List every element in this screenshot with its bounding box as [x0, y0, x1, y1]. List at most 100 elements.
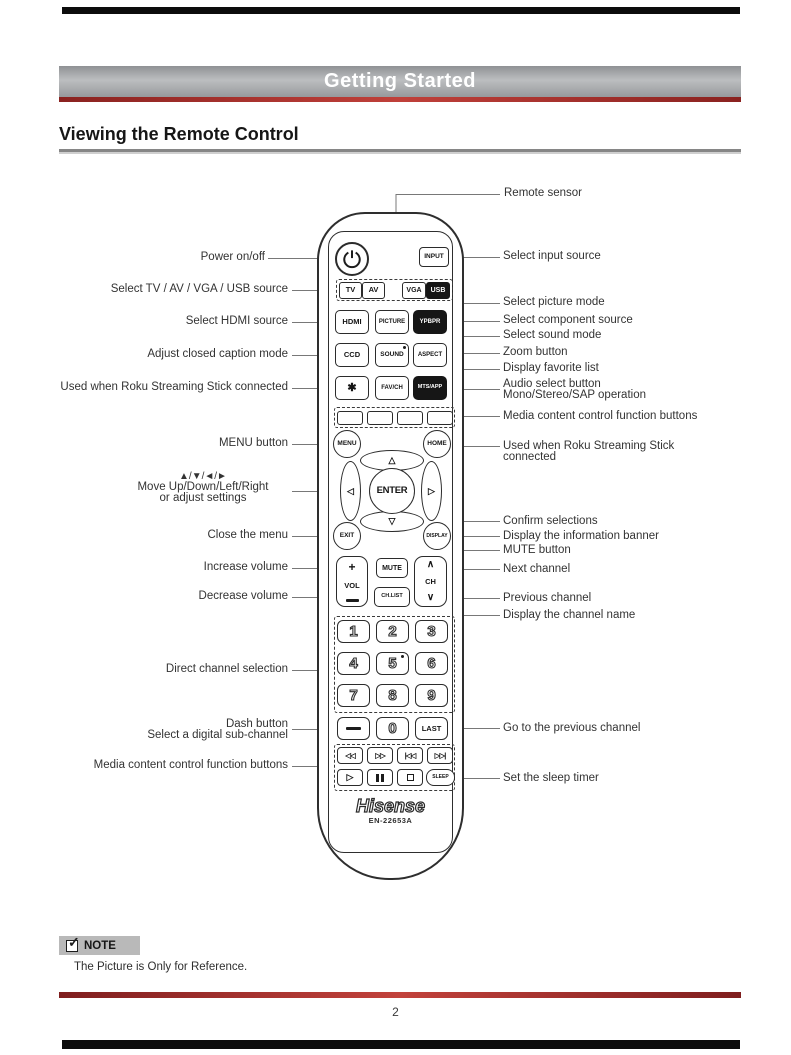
callout-vol-down: Decrease volume — [198, 590, 288, 602]
rewind-icon: ◁◁ — [345, 750, 356, 760]
callout-source-row: Select TV / AV / VGA / USB source — [110, 283, 288, 295]
digit-4-button: 4 — [337, 652, 370, 675]
media-function-button-2 — [367, 410, 393, 425]
footer-red-rule — [59, 992, 741, 998]
last-button: LAST — [415, 717, 448, 740]
callout-zoom: Zoom button — [503, 346, 568, 358]
callout-ch-down: Previous channel — [503, 592, 592, 604]
aspect-button: ASPECT — [413, 343, 447, 367]
callout-ccd: Adjust closed caption mode — [147, 348, 288, 360]
triangle-left-icon: ◁ — [347, 485, 354, 496]
next-track-button: ▷▷| — [427, 747, 453, 764]
digit-3-button: 3 — [415, 620, 448, 643]
callout-ch-list: Display the channel name — [503, 609, 636, 621]
volume-label: VOL — [344, 581, 360, 590]
digit-0-button: 0 — [376, 717, 409, 740]
mts-button: MTS/APP — [413, 376, 447, 400]
callout-hdmi: Select HDMI source — [185, 315, 288, 327]
digit-6-button: 6 — [415, 652, 448, 675]
ccd-button: CCD — [335, 343, 369, 367]
note-label: NOTE — [84, 939, 116, 952]
callout-sleep: Set the sleep timer — [503, 772, 599, 784]
callout-media-right: Media content control function buttons — [503, 410, 698, 422]
power-icon — [343, 250, 361, 269]
callout-last: Go to the previous channel — [503, 722, 641, 734]
stop-icon — [406, 774, 414, 781]
triangle-right-icon: ▷ — [428, 485, 435, 496]
scan-artifact-top — [62, 7, 740, 14]
section-title-rule — [59, 149, 741, 152]
dpad-left-button: ◁ — [340, 461, 361, 521]
roku-options-button: ✱ — [335, 376, 369, 400]
exit-button: EXIT — [333, 522, 361, 550]
asterisk-icon: ✱ — [347, 381, 357, 394]
digit-9-button: 9 — [415, 684, 448, 707]
media-function-button-3 — [397, 410, 423, 425]
chapter-title: Getting Started — [324, 70, 476, 92]
previous-track-icon: |◁◁ — [404, 750, 417, 760]
volume-up-button: + — [348, 560, 356, 574]
vga-button: VGA — [402, 281, 426, 299]
chapter-header-bar: Getting Started — [59, 66, 741, 97]
header-red-rule — [59, 97, 741, 102]
previous-track-button: |◁◁ — [397, 747, 423, 764]
sleep-button: SLEEP — [426, 769, 455, 786]
power-button — [335, 242, 369, 276]
callout-picture: Select picture mode — [503, 296, 605, 308]
page-number: 2 — [392, 1005, 399, 1019]
channel-label: CH — [425, 576, 436, 586]
callout-vol-up: Increase volume — [203, 561, 288, 573]
pause-button — [367, 769, 393, 786]
callout-dpad-glyphs: ▲/▼/◄/► — [179, 471, 227, 482]
next-track-icon: ▷▷| — [434, 750, 447, 760]
usb-button: USB — [426, 281, 450, 299]
play-icon: ▷ — [346, 772, 354, 782]
dpad-down-button: ▽ — [360, 511, 424, 532]
triangle-down-icon: ▽ — [388, 516, 396, 526]
sound-dot-marker — [403, 346, 406, 349]
channel-rocker: ∧ CH ∨ — [414, 556, 447, 607]
media-transport-group — [334, 744, 455, 791]
scan-artifact-bottom — [62, 1040, 740, 1049]
callout-dpad: ▲/▼/◄/► Move Up/Down/Left/Right or adjus… — [118, 471, 288, 504]
dash-button — [337, 717, 370, 740]
callout-home-roku: Used when Roku Streaming Stick connected — [503, 440, 675, 463]
digit-5-dot-marker — [401, 655, 404, 658]
channel-down-button: ∨ — [426, 592, 435, 603]
callout-sound: Select sound mode — [503, 329, 602, 341]
note-checkbox-icon: ✓ — [66, 933, 80, 952]
media-function-button-4 — [427, 410, 453, 425]
callout-display: Display the information banner — [503, 530, 659, 542]
fav-ch-button: FAV/CH — [375, 376, 409, 400]
picture-button: PICTURE — [375, 310, 409, 334]
callout-digits: Direct channel selection — [165, 663, 288, 675]
stop-button — [397, 769, 423, 786]
callout-media-left: Media content control function buttons — [93, 759, 288, 771]
callout-enter: Confirm selections — [503, 515, 598, 527]
callout-favorite: Display favorite list — [503, 362, 599, 374]
triangle-up-icon: △ — [388, 455, 396, 465]
mute-button: MUTE — [376, 558, 408, 578]
dpad-right-button: ▷ — [421, 461, 442, 521]
dash-icon — [346, 726, 361, 731]
enter-button: ENTER — [369, 468, 415, 514]
callout-mute: MUTE button — [503, 544, 571, 556]
callout-dash: Dash button Select a digital sub-channel — [147, 718, 288, 741]
input-button: INPUT — [419, 247, 449, 267]
ypbpr-button: YPBPR — [413, 310, 447, 334]
fast-forward-button: ▷▷ — [367, 747, 393, 764]
remote-control-faceplate — [328, 231, 453, 853]
section-title-rule-light — [59, 152, 741, 154]
digit-7-button: 7 — [337, 684, 370, 707]
callout-exit: Close the menu — [207, 529, 288, 541]
digit-2-button: 2 — [376, 620, 409, 643]
note-badge: ✓ NOTE — [59, 933, 140, 955]
home-button: HOME — [423, 430, 451, 458]
callout-sensor: Remote sensor — [504, 187, 582, 199]
media-function-button-1 — [337, 410, 363, 425]
source-buttons-group — [336, 279, 453, 301]
av-button: AV — [362, 281, 385, 299]
digit-8-button: 8 — [376, 684, 409, 707]
callout-menu: MENU button — [218, 437, 288, 449]
